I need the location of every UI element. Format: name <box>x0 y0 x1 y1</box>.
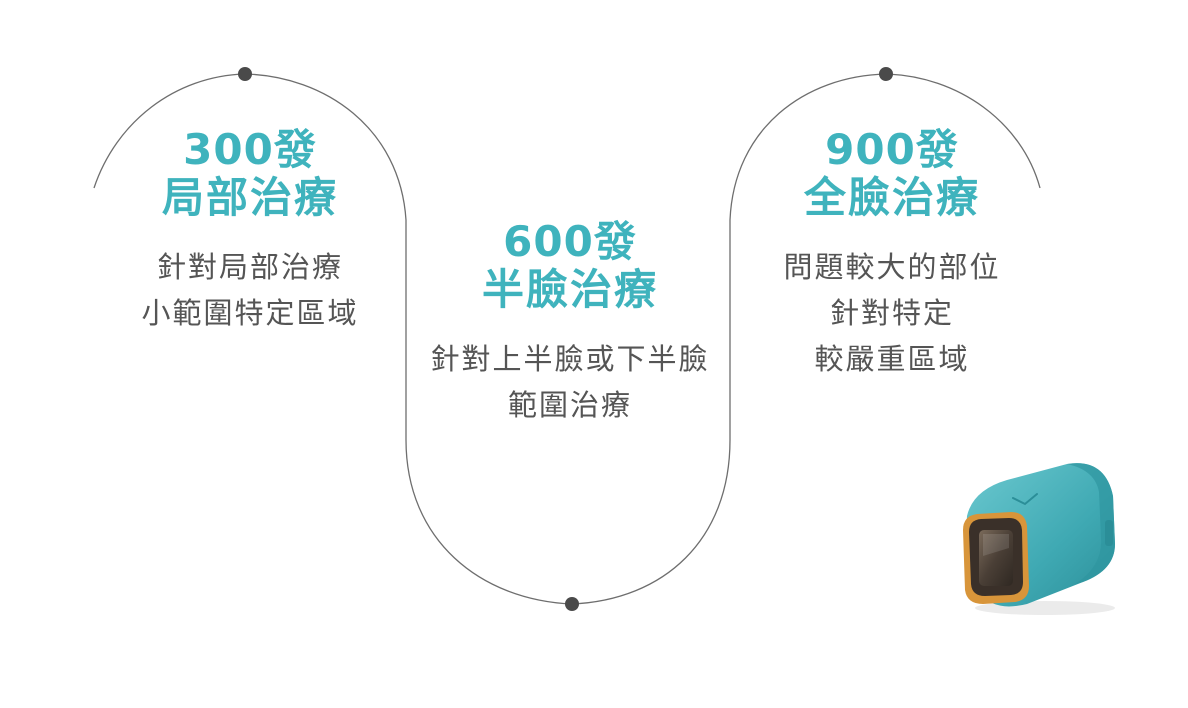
description-line: 範圍治療 <box>507 388 632 422</box>
device-cartridge-image <box>963 463 1115 615</box>
shot-count: 900發 <box>825 125 959 174</box>
description-line: 問題較大的部位 <box>783 250 1001 284</box>
node-dot-2 <box>565 597 579 611</box>
node-dot-1 <box>238 67 252 81</box>
option-900: 900發 全臉治療 問題較大的部位 針對特定 較嚴重區域 <box>742 126 1042 382</box>
shot-count: 600發 <box>503 217 637 266</box>
option-title: 半臉治療 <box>481 265 658 314</box>
description-line: 較嚴重區域 <box>814 342 970 376</box>
node-dot-3 <box>879 67 893 81</box>
description-line: 針對局部治療 <box>156 250 343 284</box>
option-600: 600發 半臉治療 針對上半臉或下半臉 範圍治療 <box>420 218 720 428</box>
description-line: 針對特定 <box>829 296 954 330</box>
option-description: 針對局部治療 小範圍特定區域 <box>100 244 400 336</box>
option-300: 300發 局部治療 針對局部治療 小範圍特定區域 <box>100 126 400 336</box>
option-title: 全臉治療 <box>803 173 980 222</box>
option-description: 針對上半臉或下半臉 範圍治療 <box>420 336 720 428</box>
shot-count: 300發 <box>183 125 317 174</box>
description-line: 針對上半臉或下半臉 <box>430 342 710 376</box>
option-description: 問題較大的部位 針對特定 較嚴重區域 <box>742 244 1042 382</box>
description-line: 小範圍特定區域 <box>141 296 359 330</box>
option-title: 局部治療 <box>161 173 338 222</box>
